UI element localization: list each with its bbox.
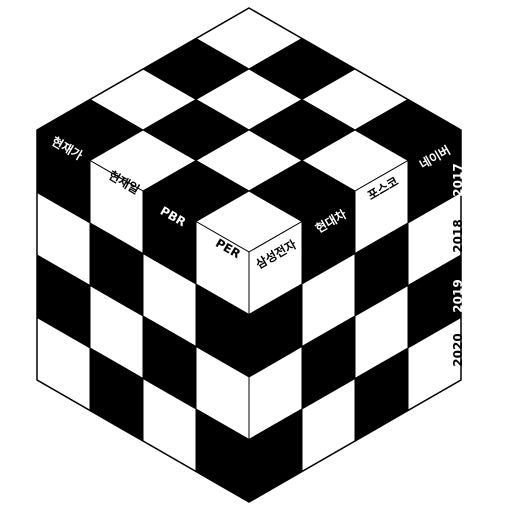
- year-label-2020: 2020: [451, 333, 465, 366]
- cube-outline: [36, 7, 462, 503]
- cube-left-face: [36, 129, 250, 503]
- year-label-2018: 2018: [451, 219, 465, 252]
- year-label-2017: 2017: [451, 163, 465, 196]
- cube-border: [36, 7, 462, 503]
- year-label-2019: 2019: [451, 279, 465, 312]
